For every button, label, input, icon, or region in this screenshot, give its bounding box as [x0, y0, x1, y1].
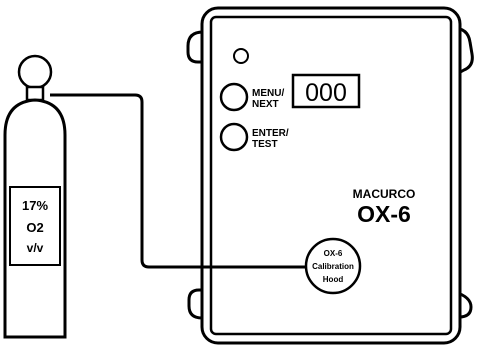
- indicator-light: [233, 48, 249, 64]
- calibration-hood: [304, 237, 362, 295]
- cylinder-label-panel: [9, 186, 61, 266]
- cylinder-gas: O2: [26, 220, 43, 235]
- gas-tubing: [50, 93, 311, 269]
- hood-label-line1: OX-6: [324, 249, 343, 258]
- cylinder-unit: v/v: [27, 241, 44, 255]
- hood-label-line2: Calibration: [312, 262, 354, 271]
- digital-display: [291, 73, 361, 109]
- enter-test-button[interactable]: [219, 122, 249, 152]
- cylinder-valve-knob: [17, 54, 53, 90]
- cylinder-concentration: 17%: [22, 198, 48, 213]
- menu-button-label-line2: NEXT: [252, 99, 279, 110]
- cylinder-valve-neck: [25, 85, 45, 102]
- menu-button-label-line1: MENU/: [252, 88, 284, 99]
- display-value: 000: [305, 79, 347, 107]
- device-faceplate: [209, 15, 453, 336]
- enter-button-label-line1: ENTER/: [252, 128, 289, 139]
- model-label: OX-6: [357, 201, 411, 227]
- brand-label: MACURCO: [353, 187, 416, 201]
- gas-cylinder: [3, 54, 67, 339]
- menu-next-button[interactable]: [219, 82, 249, 112]
- enter-button-label-line2: TEST: [252, 139, 278, 150]
- hood-label-line3: Hood: [323, 275, 344, 284]
